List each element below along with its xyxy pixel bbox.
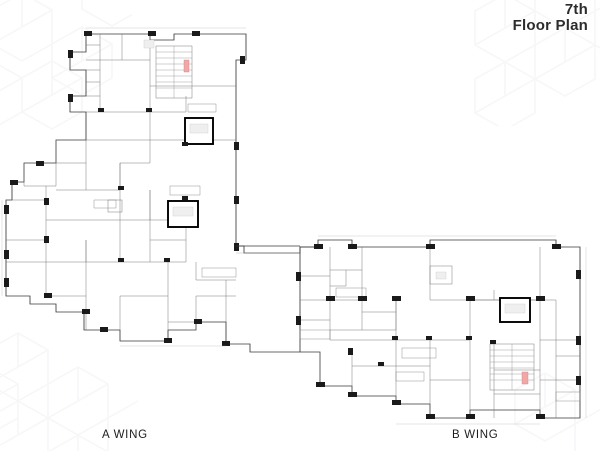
unit-label-box-b-1 [335,287,367,298]
page-title: 7th Floor Plan [512,1,588,35]
a-wing-plan [1,27,318,353]
shaft-box-b [429,265,453,285]
unit-label-box-a-2 [187,103,217,113]
unit-label-box-a-1 [169,185,201,196]
structural-columns-b [296,244,581,419]
unit-label-box-b-4 [395,371,425,382]
title-line-2: Floor Plan [512,17,588,35]
connecting-corridor [236,245,300,254]
unit-label-box-a-4 [201,267,237,278]
wing-label-a: A WING [102,429,148,441]
unit-label-box-b-5 [555,391,581,402]
staircase-a [155,45,193,99]
title-line-1: 7th [564,1,588,18]
wing-label-b: B WING [452,429,499,441]
structural-columns-a [4,31,245,346]
unit-label-box-a-3 [93,199,117,209]
unit-label-box-b-2 [299,329,331,340]
highlighted-unit-b-1 [499,297,531,323]
highlighted-unit-a-1 [184,117,214,145]
lift-indicator-b [521,371,529,385]
staircase-b [489,343,535,391]
unit-label-box-b-3 [401,347,437,359]
b-wing-plan [296,235,587,425]
dimension-lines-b [318,235,587,425]
dimension-lines-a [1,27,246,347]
lift-shaft-a [143,39,155,49]
lift-indicator-a [183,59,190,73]
highlighted-unit-a-2 [167,200,199,228]
